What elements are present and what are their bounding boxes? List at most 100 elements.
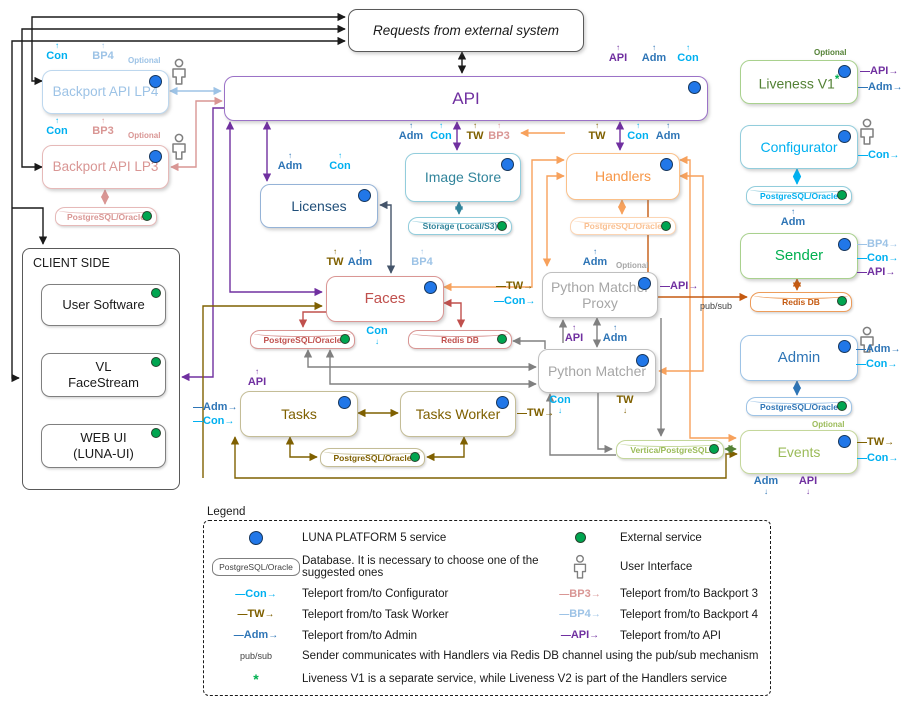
legend-title: Legend: [207, 506, 246, 518]
external-service-dot: [497, 334, 507, 344]
arrow-down-icon: ↓: [623, 406, 627, 415]
luna-service-dot: [838, 65, 851, 78]
image-store-label: Image Store: [424, 169, 502, 186]
external-service-dot: [837, 190, 847, 200]
teleport-api: ↑API: [247, 367, 267, 388]
optional-label: Optional: [812, 420, 845, 429]
luna-service-dot: [838, 130, 851, 143]
legend-pubsub-note: Sender communicates with Handlers via Re…: [302, 650, 759, 663]
node-faces: Faces: [326, 276, 444, 322]
teleport-adm: ↑Adm: [641, 43, 667, 64]
db-label: PostgreSQL/Oracle: [760, 190, 838, 201]
liveness-label: Liveness V1*: [758, 72, 840, 92]
db-configurator: PostgreSQL/Oracle: [746, 186, 852, 205]
teleport-adm: ↑Adm: [347, 247, 373, 268]
legend-teleport-tw: Teleport from/to Task Worker: [302, 608, 449, 621]
external-service-dot: [497, 221, 507, 231]
luna-service-dot: [838, 340, 851, 353]
external-service-dot: [709, 444, 719, 454]
teleport-con: ↑Con: [627, 121, 649, 142]
arrow-up-icon: ↑: [333, 247, 337, 256]
db-faces-redis: Redis DB: [408, 330, 512, 349]
node-python-matcher-proxy: Python Matcher Proxy: [542, 272, 658, 318]
teleport-con: Con: [193, 416, 234, 427]
node-tasks-worker: Tasks Worker: [400, 391, 516, 437]
arrow-up-icon: ↑: [572, 323, 576, 332]
teleport-adm: Adm: [858, 82, 902, 93]
luna-service-dot: [838, 238, 851, 251]
teleport-api: ↑API: [608, 43, 628, 64]
teleport-con: Con: [857, 453, 898, 464]
arrow-up-icon: ↑: [101, 41, 105, 50]
node-python-matcher: Python Matcher: [538, 349, 656, 393]
teleport-bp4: ↑BP4: [411, 247, 433, 268]
node-liveness-v1: Liveness V1*: [740, 60, 858, 104]
db-backport-lp3: PostgreSQL/Oracle: [55, 207, 157, 226]
node-web-ui: WEB UI (LUNA-UI): [41, 424, 166, 468]
user-software-label: User Software: [62, 297, 145, 313]
handlers-label: Handlers: [594, 168, 652, 185]
db-storage: Storage (Local/S3): [408, 217, 512, 235]
client-side-title: CLIENT SIDE: [33, 256, 110, 270]
legend-luna-service: LUNA PLATFORM 5 service: [302, 531, 447, 544]
db-label: Redis DB: [441, 334, 479, 345]
arrow-up-icon: ↑: [595, 121, 599, 130]
legend-teleport-bp3: Teleport from/to Backport 3: [620, 588, 759, 601]
arrow-down-icon: ↓: [558, 406, 562, 415]
luna-service-dot: [149, 150, 162, 163]
arrow-up-icon: ↑: [613, 323, 617, 332]
arrow-up-icon: ↑: [616, 43, 620, 52]
node-sender: Sender: [740, 233, 858, 279]
optional-label: Optional: [616, 261, 649, 270]
teleport-bp4: BP4: [857, 239, 898, 250]
teleport-adm: ↓Adm: [753, 475, 779, 496]
arrow-up-icon: ↑: [409, 121, 413, 130]
luna-service-dot: [638, 277, 651, 290]
node-vl-facestream: VL FaceStream: [41, 353, 166, 397]
teleport-tw-sample: TW: [237, 609, 274, 620]
luna-service-dot: [688, 81, 701, 94]
teleport-api: ↓API: [798, 475, 818, 496]
web-ui-label: WEB UI (LUNA-UI): [73, 430, 134, 461]
node-external-requests: Requests from external system: [348, 9, 584, 52]
node-user-software: User Software: [41, 284, 166, 326]
user-interface-icon: [168, 133, 190, 161]
arrow-up-icon: ↑: [636, 121, 640, 130]
external-requests-label: Requests from external system: [372, 23, 560, 38]
faces-label: Faces: [364, 290, 406, 308]
legend-teleport-api: Teleport from/to API: [620, 629, 721, 642]
optional-label: Optional: [128, 131, 161, 140]
arrow-up-icon: ↑: [473, 121, 477, 130]
db-sender-redis: Redis DB: [750, 292, 852, 312]
luna-service-dot: [660, 158, 673, 171]
db-label: PostgreSQL/Oracle: [584, 221, 662, 231]
db-label: PostgreSQL/Oracle: [333, 452, 412, 463]
python-matcher-label: Python Matcher: [547, 362, 647, 379]
teleport-con: ↓Con: [549, 394, 571, 415]
luna-service-dot: [210, 530, 302, 545]
db-admin: PostgreSQL/Oracle: [746, 397, 852, 416]
legend-external-service: External service: [620, 531, 702, 544]
teleport-con-sample: Con: [235, 588, 276, 600]
arrow-up-icon: ↑: [652, 43, 656, 52]
optional-label: Optional: [128, 56, 161, 65]
teleport-bp3: ↑BP3: [488, 121, 510, 142]
arrow-up-icon: ↑: [255, 367, 259, 376]
db-label: PostgreSQL/Oracle: [760, 401, 838, 412]
arrow-down-icon: ↓: [375, 337, 379, 346]
node-tasks: Tasks: [240, 391, 358, 437]
teleport-tw: TW: [517, 408, 554, 419]
pubsub-label: pub/sub: [700, 301, 733, 311]
node-handlers: Handlers: [566, 153, 680, 200]
luna-service-dot: [501, 158, 514, 171]
teleport-tw: ↑TW: [326, 247, 344, 268]
teleport-bp4: ↑BP4: [92, 41, 114, 62]
arrow-up-icon: ↑: [358, 247, 362, 256]
arrow-up-icon: ↑: [593, 247, 597, 256]
vl-facestream-label: VL FaceStream: [68, 359, 139, 390]
client-side-group: CLIENT SIDE User Software VL FaceStream …: [22, 248, 180, 490]
pubsub-sample: pub/sub: [239, 651, 273, 662]
external-service-dot: [151, 288, 161, 298]
licenses-label: Licenses: [291, 197, 347, 214]
